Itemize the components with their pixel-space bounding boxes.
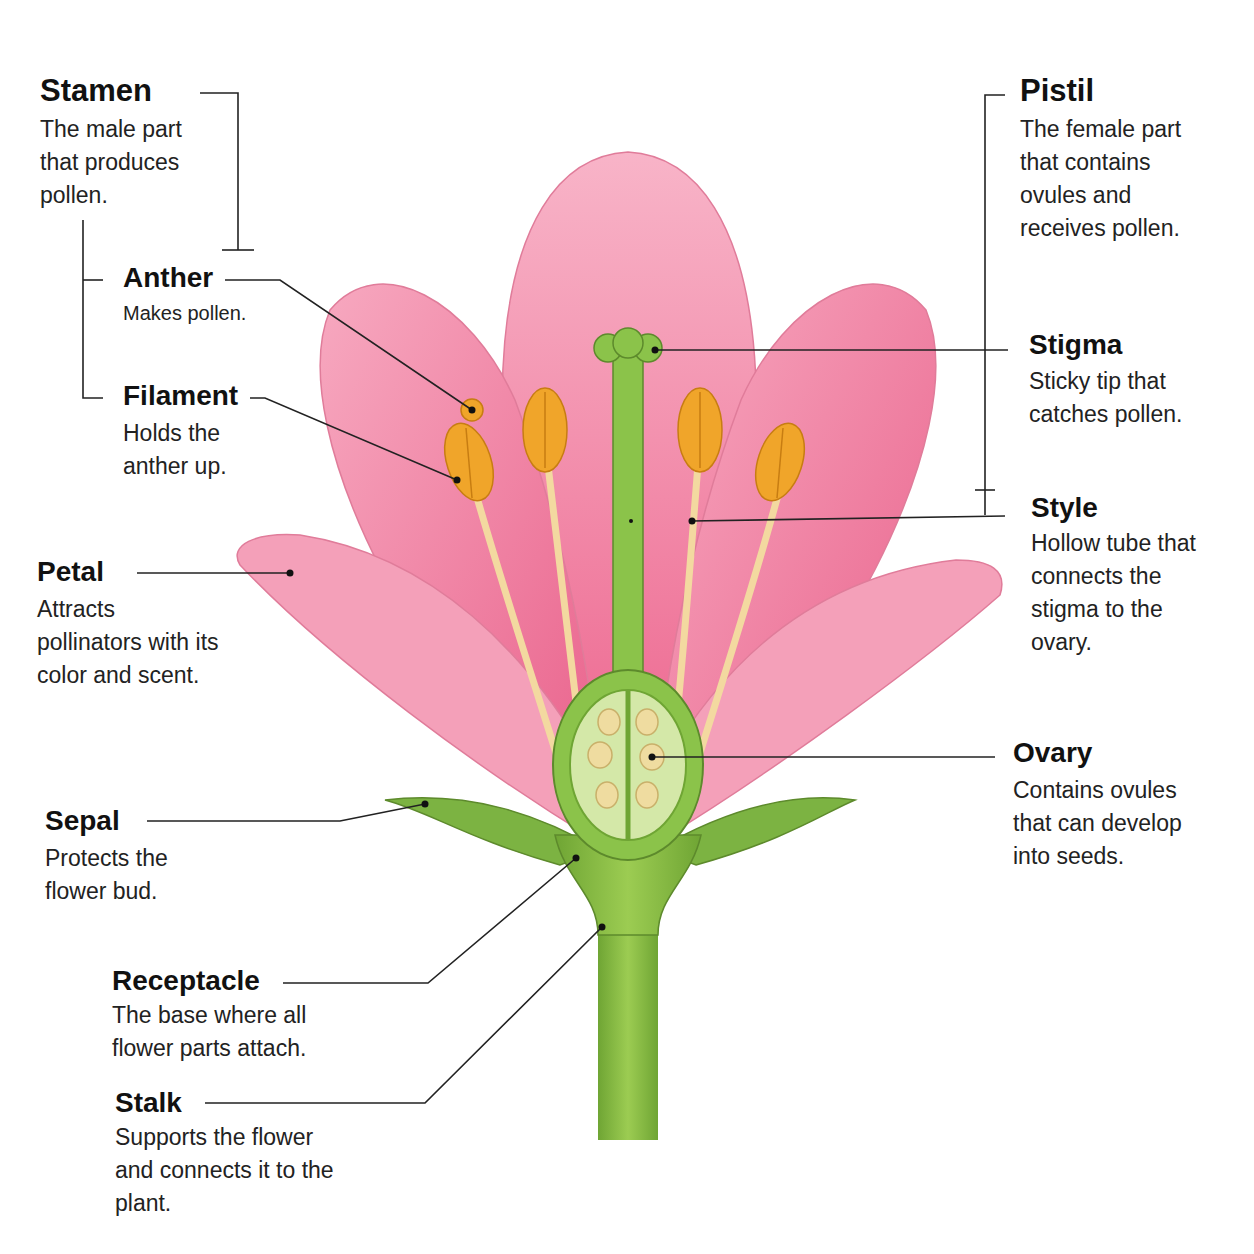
part-heading: Pistil <box>1020 72 1094 109</box>
part-description: Protects the flower bud. <box>45 842 205 908</box>
ovary-chamber <box>570 690 686 840</box>
part-description: The female part that contains ovules and… <box>1020 113 1210 245</box>
part-heading: Stigma <box>1029 328 1122 362</box>
style <box>613 350 643 690</box>
ovules <box>588 709 664 808</box>
part-heading: Style <box>1031 491 1098 525</box>
part-heading: Receptacle <box>112 964 260 998</box>
leader-dots <box>287 347 696 931</box>
part-description: Sticky tip that catches pollen. <box>1029 365 1199 431</box>
part-heading: Petal <box>37 555 104 589</box>
petal <box>237 535 600 840</box>
part-description: The male part that produces pollen. <box>40 113 215 212</box>
stigma <box>594 328 662 362</box>
part-description: Makes pollen. <box>123 300 323 326</box>
part-heading: Filament <box>123 379 238 413</box>
leader-lines <box>83 93 1008 1103</box>
part-heading: Stalk <box>115 1086 182 1120</box>
part-description: Holds the anther up. <box>123 417 253 483</box>
part-description: The base where all flower parts attach. <box>112 999 347 1065</box>
part-description: Supports the flower and connects it to t… <box>115 1121 350 1220</box>
ovary <box>553 670 703 860</box>
part-heading: Ovary <box>1013 736 1092 770</box>
part-heading: Stamen <box>40 72 152 109</box>
part-description: Hollow tube that connects the stigma to … <box>1031 527 1226 659</box>
anthers <box>436 388 814 507</box>
part-heading: Sepal <box>45 804 120 838</box>
part-heading: Anther <box>123 261 213 295</box>
part-description: Contains ovules that can develop into se… <box>1013 774 1208 873</box>
part-description: Attracts pollinators with its color and … <box>37 593 222 692</box>
